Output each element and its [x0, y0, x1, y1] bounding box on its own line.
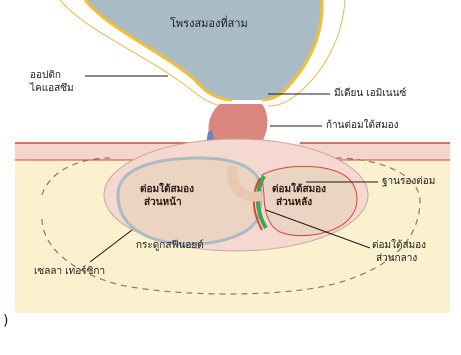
- optic-chiasm-label-line2: ไคแอสซึม: [30, 83, 74, 95]
- anterior-lobe-label-line1: ต่อมใต้สมอง: [140, 184, 194, 196]
- infundibular-stalk-label: ก้านต่อมใต้สมอง: [326, 120, 399, 132]
- median-eminence-label: มีเดียน เอมิเนนซ์: [334, 88, 406, 100]
- posterior-lobe-label-line1: ต่อมใต้สมอง: [272, 184, 326, 196]
- sphenoid-bone-label: กระดูกสฟีนอยด์: [136, 240, 204, 252]
- ventricle-label: โพรงสมองที่สาม: [170, 18, 248, 30]
- optic-chiasm-label-line1: ออปติก: [30, 70, 61, 82]
- anterior-lobe: [118, 158, 261, 244]
- anterior-lobe-label-line2: ส่วนหน้า: [144, 197, 182, 209]
- edge-parenthesis: ): [3, 315, 8, 327]
- sella-floor-label: ฐานรองต่อม: [382, 176, 435, 188]
- posterior-lobe-label-line2: ส่วนหลัง: [276, 197, 312, 209]
- intermediate-lobe-label-line2: ส่วนกลาง: [376, 253, 417, 265]
- intermediate-lobe-label-line1: ต่อมใต้สมอง: [372, 240, 426, 252]
- sella-turcica-label: เซลลา เทอร์ซิกา: [34, 266, 105, 278]
- third-ventricle: [85, 0, 322, 100]
